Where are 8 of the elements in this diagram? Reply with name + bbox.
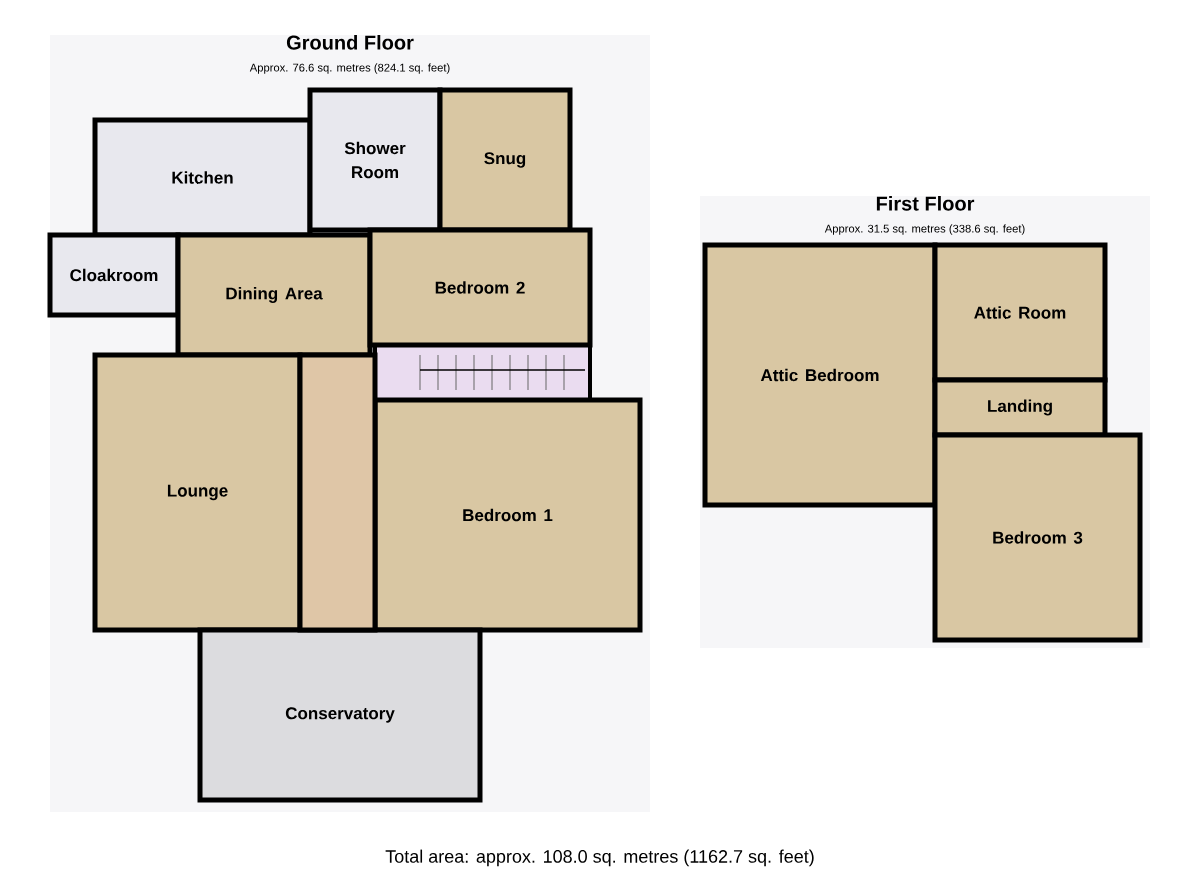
room: Landing [932,377,1108,438]
room: Bedroom 2 [367,227,593,348]
hallway-floor [297,352,378,633]
room: Shower Room [307,87,443,233]
room: Cloakroom [47,232,181,318]
caption: Total area: approx. 108.0 sq. metres (1162.7 sq. feet) [385,849,814,867]
room: Bedroom 1 [372,397,643,633]
room: Conservatory [197,627,483,803]
